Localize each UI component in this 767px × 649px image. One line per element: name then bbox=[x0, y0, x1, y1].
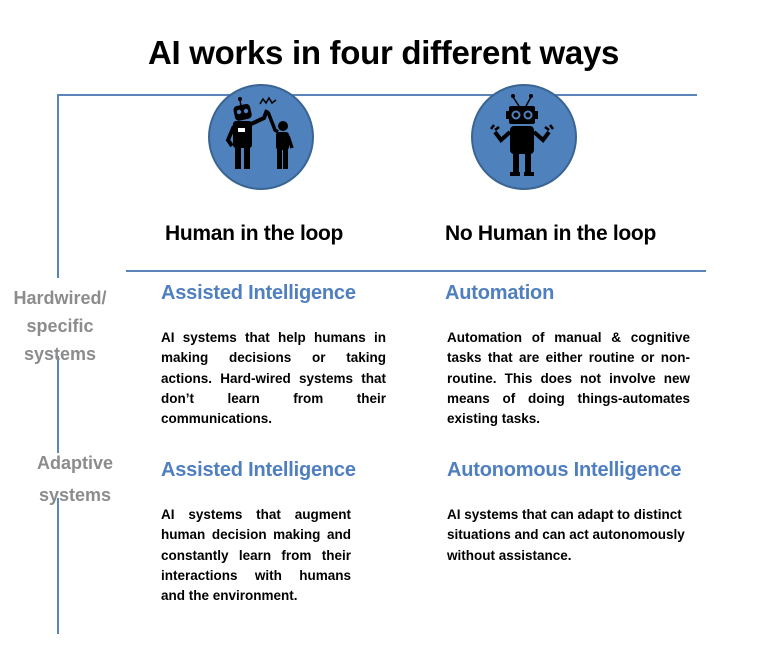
cell-text-automation: Automation of manual & cognitive tasks t… bbox=[447, 330, 690, 427]
cell-text-autonomous: AI systems that can adapt to distinct si… bbox=[447, 507, 685, 563]
cell-text-assisted-hardwired: AI systems that help humans in making de… bbox=[161, 330, 386, 427]
page-title: AI works in four different ways bbox=[147, 34, 620, 71]
robot-icon bbox=[471, 84, 577, 190]
column-header-human-in-loop: Human in the loop bbox=[165, 222, 344, 245]
row-label-line: Hardwired/ bbox=[13, 288, 107, 308]
left-frame-line-3 bbox=[57, 498, 59, 634]
row-label-hardwired: Hardwired/ specific systems bbox=[8, 284, 112, 368]
row-label-line: Adaptive bbox=[36, 453, 114, 473]
cell-heading-autonomous: Autonomous Intelligence bbox=[447, 459, 682, 481]
top-frame-line bbox=[58, 94, 697, 96]
cell-text-assisted-adaptive: AI systems that augment human decision m… bbox=[161, 507, 351, 604]
row-label-adaptive: Adaptive systems bbox=[22, 447, 128, 511]
cell-heading-automation: Automation bbox=[445, 282, 555, 304]
row-label-line: systems bbox=[23, 344, 97, 364]
cell-heading-assisted-hardwired: Assisted Intelligence bbox=[161, 282, 356, 304]
robot-human-high-five-icon bbox=[208, 84, 314, 190]
left-frame-line-2 bbox=[57, 356, 59, 453]
cell-heading-assisted-adaptive: Assisted Intelligence bbox=[161, 459, 356, 481]
column-header-no-human-in-loop: No Human in the loop bbox=[445, 222, 656, 245]
header-divider-line bbox=[126, 270, 706, 272]
row-label-line: systems bbox=[38, 485, 112, 505]
row-label-line: specific bbox=[26, 316, 94, 336]
left-frame-line-1 bbox=[57, 94, 59, 278]
